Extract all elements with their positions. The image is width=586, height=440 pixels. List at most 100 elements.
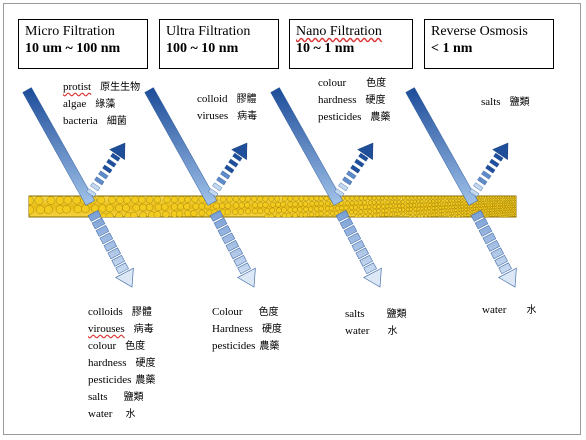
membrane-pore — [138, 196, 146, 204]
membrane-pore — [198, 209, 206, 217]
membrane-pore — [161, 203, 169, 211]
membrane-pore — [367, 209, 372, 214]
membrane-pore — [198, 202, 206, 210]
membrane-pore — [512, 205, 515, 208]
membrane-pore — [400, 199, 405, 204]
membrane-pore — [303, 196, 309, 202]
membrane-pore — [512, 198, 515, 201]
membrane-pore — [401, 196, 406, 200]
membrane-pore — [123, 196, 131, 204]
membrane-pore — [368, 200, 373, 205]
membrane-pore — [417, 203, 421, 208]
membrane-pore — [437, 199, 442, 203]
rejected-stripe — [110, 152, 121, 162]
membrane-pore — [431, 206, 436, 210]
membrane-pore — [441, 212, 445, 216]
membrane-pore — [497, 208, 501, 212]
rejected-stripe — [232, 152, 243, 162]
membrane-pore — [448, 199, 453, 203]
membrane-pore — [323, 196, 329, 201]
membrane-pore — [409, 207, 413, 212]
membrane-pore — [252, 208, 259, 215]
permeate-block — [87, 210, 102, 222]
membrane-pore — [384, 196, 389, 201]
membrane-pore — [472, 207, 476, 211]
rejected-stripe — [469, 188, 480, 198]
membrane-pore — [349, 196, 355, 201]
membrane-pore — [324, 211, 330, 217]
membrane-pore — [506, 214, 510, 217]
permeate-block — [482, 232, 497, 245]
membrane-pore — [492, 206, 495, 209]
rejected-stripe — [358, 152, 369, 162]
membrane-pore — [504, 196, 508, 199]
rejected-stripe — [102, 164, 113, 174]
rejected-stripe — [354, 158, 365, 168]
membrane-pore — [437, 202, 442, 207]
membrane-pore — [497, 200, 500, 204]
membrane-pore — [29, 196, 34, 205]
membrane-pore — [451, 211, 455, 216]
membrane-pore — [494, 208, 498, 212]
membrane-pore — [408, 215, 413, 217]
permeate-block — [107, 247, 122, 260]
membrane-pore — [354, 196, 360, 201]
membrane-pore — [448, 215, 452, 217]
membrane-pore — [397, 203, 402, 208]
rejected-stripe — [473, 182, 484, 192]
membrane-pore — [451, 196, 455, 200]
membrane-pore — [122, 204, 130, 212]
box-nano-filtration: Nano Filtration 10 ~ 1 nm — [289, 19, 413, 69]
feed-arrow-nano — [270, 87, 344, 206]
rejected-stripe — [334, 188, 345, 198]
membrane-pore — [233, 202, 240, 209]
membrane-pore — [489, 209, 492, 212]
membrane-pore — [372, 209, 377, 214]
stage-arrows-nano — [270, 87, 382, 288]
membrane-pore — [460, 208, 465, 212]
rejected-stripe — [228, 158, 239, 168]
membrane-pore — [363, 204, 368, 210]
membrane-pore — [514, 202, 516, 206]
permeate-block — [490, 247, 505, 260]
membrane-pore — [434, 213, 439, 217]
membrane-pore — [81, 204, 90, 213]
membrane-pore — [62, 205, 71, 214]
membrane-pore — [509, 214, 513, 217]
membrane-pore — [511, 196, 515, 199]
membrane-pore — [339, 205, 345, 211]
permeate-block — [498, 262, 512, 275]
membrane-pore — [504, 200, 508, 204]
membrane-pore — [362, 200, 367, 205]
membrane-pore — [224, 209, 231, 216]
box-range: 100 ~ 10 nm — [166, 41, 239, 56]
membrane-pore — [481, 209, 485, 213]
permeate-block — [99, 232, 114, 245]
membrane-pore — [506, 205, 510, 208]
membrane-pore — [431, 209, 436, 214]
membrane-pore — [492, 196, 495, 199]
rejected-stripe — [90, 182, 101, 192]
box-ultra-filtration: Ultra Filtration 100 ~ 10 nm — [159, 19, 279, 69]
permeate-arrow-head — [236, 267, 256, 288]
membrane-pore — [405, 207, 410, 212]
membrane-pore — [464, 204, 468, 209]
membrane-pore — [424, 206, 428, 211]
membrane-pore — [105, 204, 114, 213]
box-reverse-osmosis: Reverse Osmosis < 1 nm — [424, 19, 554, 69]
membrane-pore — [492, 214, 495, 217]
membrane-pore — [237, 208, 244, 215]
membrane-pore — [457, 199, 461, 203]
membrane-pore — [447, 208, 452, 213]
permeate-block — [486, 239, 501, 252]
membrane-pore — [484, 198, 488, 202]
membrane-pore — [238, 202, 245, 209]
membrane-pore — [457, 196, 461, 200]
membrane-pore — [358, 209, 363, 215]
membrane-pore — [454, 199, 458, 203]
membrane-pore — [29, 205, 34, 215]
membrane-pore — [454, 196, 458, 200]
membrane-pore — [487, 196, 490, 199]
membrane-pore — [353, 209, 358, 215]
